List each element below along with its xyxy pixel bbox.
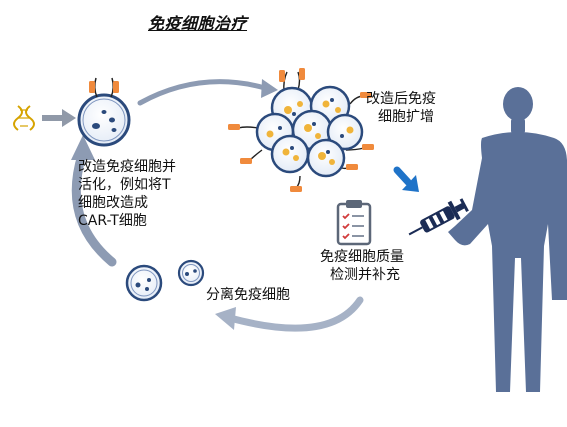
step-expand-line-2: 细胞扩增 <box>378 109 434 125</box>
step-modify-line-4: CAR-T细胞 <box>78 213 147 229</box>
dna-icon <box>13 105 35 131</box>
step-expand-line-1: 改造后免疫 <box>366 91 436 107</box>
step-modify-line-1: 改造免疫细胞并 <box>78 159 176 175</box>
human-body-icon <box>448 87 567 392</box>
cycle-arrow-top <box>137 79 278 106</box>
step-isolate: 分离免疫细胞 <box>206 287 290 303</box>
insert-gene-arrow <box>42 109 76 127</box>
expanded-cells <box>228 68 374 192</box>
diagram-title: 免疫细胞治疗 <box>148 14 248 33</box>
cycle-arrow-bottom <box>215 296 364 332</box>
clipboard-icon <box>336 200 372 246</box>
isolated-cells <box>125 259 205 302</box>
step-modify-line-3: 细胞改造成 <box>78 195 148 211</box>
modified-cell <box>77 77 131 147</box>
down-right-arrow-icon <box>393 166 419 192</box>
cycle-arrow-left <box>71 135 117 267</box>
step-qc-line-1: 免疫细胞质量 <box>320 249 404 265</box>
step-qc-line-2: 检测并补充 <box>330 267 400 283</box>
step-modify-line-2: 活化，例如将T <box>78 177 171 193</box>
syringe-icon <box>408 198 469 236</box>
